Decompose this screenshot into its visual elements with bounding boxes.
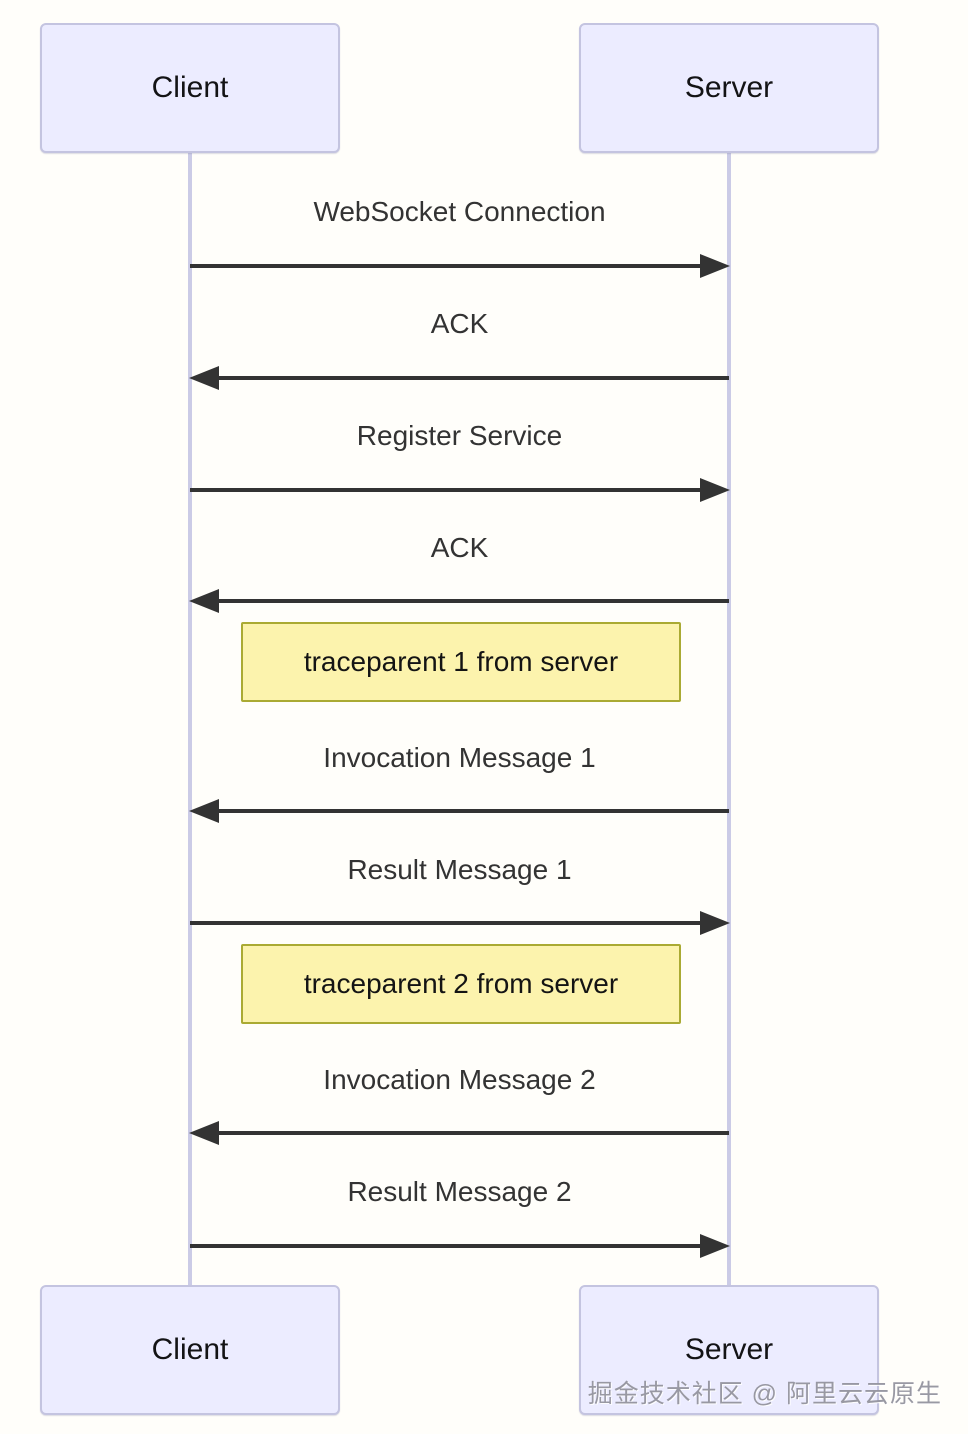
lifeline-server — [727, 153, 731, 1285]
message-arrow-register-service — [190, 478, 730, 502]
actor-client-label: Client — [151, 71, 229, 104]
message-label-websocket-connection: WebSocket Connection — [313, 196, 606, 227]
message-arrow-websocket-connection — [190, 254, 730, 278]
note-text: traceparent 1 from server — [303, 646, 619, 677]
lifeline-client — [188, 153, 192, 1285]
arrow-line — [190, 264, 707, 268]
message-arrow-invocation-1 — [189, 799, 729, 823]
arrowhead-left-icon — [189, 799, 219, 823]
message-arrow-invocation-2 — [189, 1121, 729, 1145]
arrow-line — [212, 376, 729, 380]
arrowhead-left-icon — [189, 589, 219, 613]
message-label-ack-2: ACK — [430, 532, 489, 563]
message-label-ack-1: ACK — [430, 308, 489, 339]
arrowhead-right-icon — [700, 1234, 730, 1258]
message-label-invocation-2: Invocation Message 2 — [323, 1064, 596, 1095]
message-arrow-result-2 — [190, 1234, 730, 1258]
actor-server-label: Server — [684, 71, 774, 104]
message-arrow-result-1 — [190, 911, 730, 935]
message-arrow-ack-1 — [189, 366, 729, 390]
message-label-result-1: Result Message 1 — [347, 854, 572, 885]
arrow-line — [190, 921, 707, 925]
message-arrow-ack-2 — [189, 589, 729, 613]
actor-server-label: Server — [684, 1333, 774, 1366]
message-label-result-2: Result Message 2 — [347, 1176, 572, 1207]
actor-client-bottom: Client — [40, 1285, 340, 1415]
arrow-line — [190, 488, 707, 492]
arrow-line — [212, 1131, 729, 1135]
arrow-line — [212, 599, 729, 603]
actor-client-label: Client — [151, 1333, 229, 1366]
message-label-invocation-1: Invocation Message 1 — [323, 742, 596, 773]
arrowhead-right-icon — [700, 478, 730, 502]
arrowhead-left-icon — [189, 1121, 219, 1145]
arrowhead-right-icon — [700, 911, 730, 935]
note-text: traceparent 2 from server — [303, 968, 619, 999]
watermark: 掘金技术社区 @ 阿里云云原生 — [587, 1380, 942, 1408]
actor-server-top: Server — [579, 23, 879, 153]
arrowhead-right-icon — [700, 254, 730, 278]
arrowhead-left-icon — [189, 366, 219, 390]
actor-client-top: Client — [40, 23, 340, 153]
arrow-line — [190, 1244, 707, 1248]
message-label-register-service: Register Service — [356, 420, 563, 451]
arrow-line — [212, 809, 729, 813]
note-traceparent-2: traceparent 2 from server — [241, 944, 681, 1024]
note-traceparent-1: traceparent 1 from server — [241, 622, 681, 702]
actor-server-bottom: Server — [579, 1285, 879, 1415]
